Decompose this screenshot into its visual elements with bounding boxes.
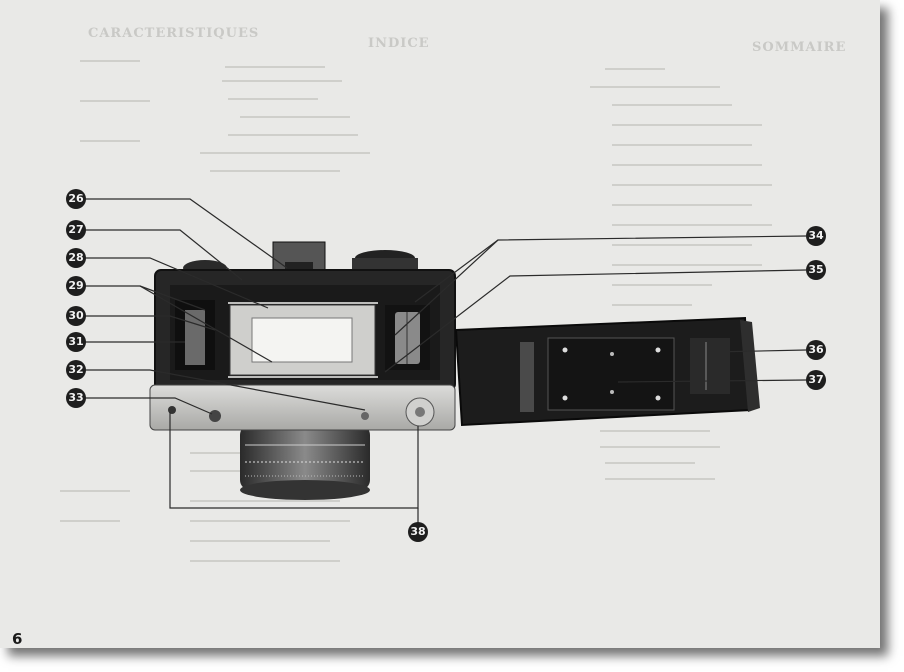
callout-29: 29	[66, 276, 86, 296]
callout-30: 30	[66, 306, 86, 326]
camera-back-diagram	[84, 198, 807, 524]
leader-lines	[84, 198, 807, 524]
callout-38: 38	[408, 522, 428, 542]
page-number: 6	[12, 630, 23, 648]
lens	[240, 425, 370, 500]
ghost-heading-left: CARACTERISTIQUES	[88, 26, 260, 41]
callout-32: 32	[66, 360, 86, 380]
callout-34: 34	[806, 226, 826, 246]
callout-36: 36	[806, 340, 826, 360]
callout-33: 33	[66, 388, 86, 408]
manual-page: CARACTERISTIQUES INDICE SOMMAIRE	[0, 0, 880, 648]
callout-35: 35	[806, 260, 826, 280]
camera-back-door	[454, 316, 760, 427]
callout-28: 28	[66, 248, 86, 268]
ghost-heading-center: INDICE	[368, 36, 430, 51]
callout-37: 37	[806, 370, 826, 390]
ghost-heading-right: SOMMAIRE	[752, 40, 847, 55]
callout-26: 26	[66, 189, 86, 209]
callout-27: 27	[66, 220, 86, 240]
callout-31: 31	[66, 332, 86, 352]
camera-body	[149, 269, 456, 431]
